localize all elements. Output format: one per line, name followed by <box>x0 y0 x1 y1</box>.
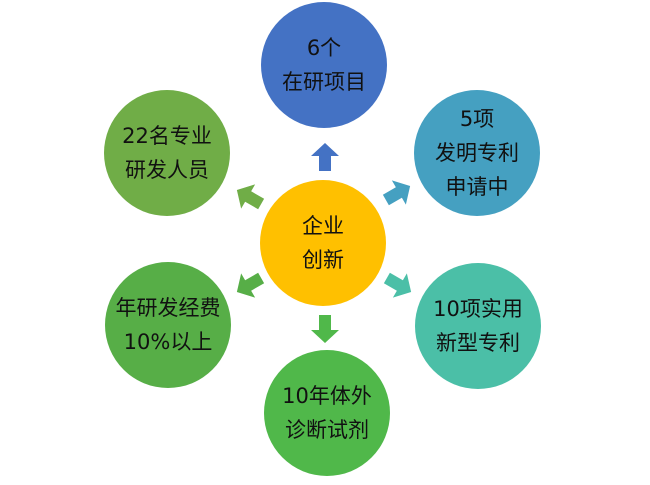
node-ivd-reagents-line-1: 10年体外 <box>282 384 372 408</box>
node-rd-funding-line-2: 10%以上 <box>123 330 213 354</box>
node-research-projects: 6个 在研项目 <box>261 2 387 128</box>
arrow-upper-left-shape <box>236 184 265 210</box>
node-invention-patents-line-3: 申请中 <box>445 175 509 199</box>
node-ivd-reagents-line-2: 诊断试剂 <box>285 418 369 442</box>
arrow-upper-right-shape <box>382 180 411 206</box>
arrow-lower-right-shape <box>383 272 412 298</box>
node-rd-staff-line-2: 研发人员 <box>125 158 209 182</box>
arrow-up-icon <box>310 142 340 172</box>
arrow-upper-left-icon <box>229 177 270 218</box>
node-rd-funding: 年研发经费 10%以上 <box>105 262 231 388</box>
node-ivd-reagents: 10年体外 诊断试剂 <box>264 350 390 476</box>
arrow-down-shape <box>311 315 339 343</box>
node-utility-patents: 10项实用 新型专利 <box>415 263 541 389</box>
node-utility-patents-line-1: 10项实用 <box>433 297 523 321</box>
center-line-2: 创新 <box>302 248 344 272</box>
node-research-projects-line-1: 6个 <box>306 36 342 60</box>
node-research-projects-line-2: 在研项目 <box>282 70 366 94</box>
arrow-upper-right-icon <box>378 173 419 214</box>
arrow-lower-left-shape <box>236 272 265 298</box>
arrow-down-icon <box>310 314 340 344</box>
node-invention-patents: 5项 发明专利 申请中 <box>414 90 540 216</box>
arrow-lower-right-icon <box>379 265 420 306</box>
node-invention-patents-line-2: 发明专利 <box>435 141 519 165</box>
center-line-1: 企业 <box>302 214 344 238</box>
center-node-enterprise-innovation: 企业 创新 <box>260 180 386 306</box>
node-rd-staff: 22名专业 研发人员 <box>104 90 230 216</box>
arrow-up-shape <box>311 143 339 171</box>
node-utility-patents-line-2: 新型专利 <box>436 331 520 355</box>
node-rd-staff-line-1: 22名专业 <box>122 124 212 148</box>
arrow-lower-left-icon <box>229 265 270 306</box>
node-rd-funding-line-1: 年研发经费 <box>115 296 221 320</box>
node-invention-patents-line-1: 5项 <box>459 107 495 131</box>
